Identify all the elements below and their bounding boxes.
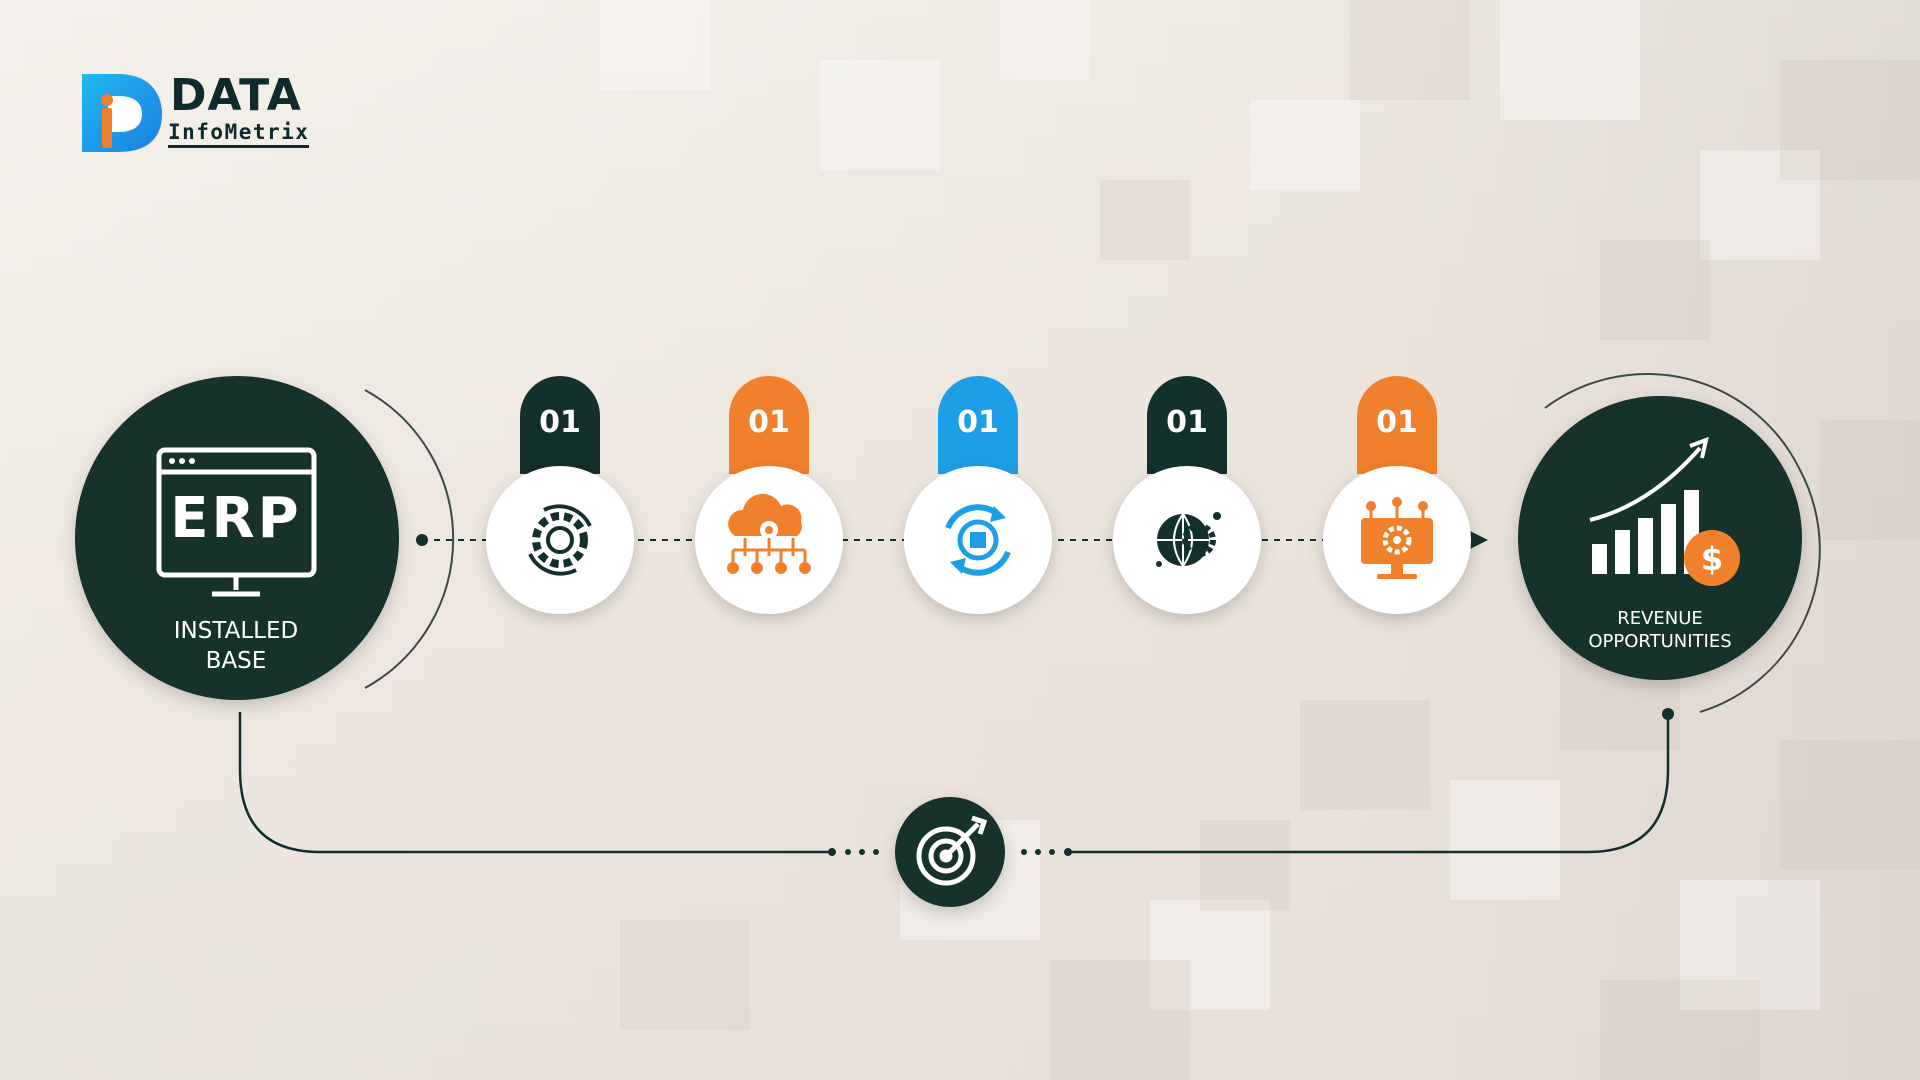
step-badge [1357, 376, 1437, 474]
svg-text:$: $ [1701, 540, 1723, 578]
step-badge-label: 01 [1166, 405, 1208, 440]
revenue-arc [1544, 373, 1821, 713]
erp-screen-text: ERP [170, 486, 301, 551]
end-label-line1: REVENUE [1617, 608, 1703, 629]
step-circle [486, 466, 634, 614]
monitor-gear-icon [1361, 497, 1433, 579]
process-step-2[interactable]: 01 [695, 376, 843, 614]
process-step-5[interactable]: 01 [1323, 376, 1471, 614]
bottom-loop-left [238, 712, 832, 854]
target-arrow-icon [916, 815, 988, 886]
brand-tagline: InfoMetrix [168, 120, 310, 148]
process-steps: 01 01 01 01 01 [486, 376, 1471, 614]
step-badge [520, 376, 600, 474]
process-step-3[interactable]: 01 [904, 376, 1052, 614]
start-label-line2: BASE [206, 648, 267, 674]
step-badge-label: 01 [539, 405, 581, 440]
brand-logo[interactable]: DATA InfoMetrix [80, 68, 350, 154]
logo-mark-icon [82, 74, 162, 152]
bottom-dots [828, 848, 1072, 856]
target-node[interactable] [895, 797, 1005, 907]
erp-monitor-icon [156, 447, 317, 597]
connector-dot [416, 534, 428, 546]
cloud-gear-network-icon [727, 493, 811, 574]
step-badge [938, 376, 1018, 474]
chip-refresh-icon [945, 504, 1011, 576]
step-badge-label: 01 [1376, 405, 1418, 440]
erp-arc [364, 389, 455, 689]
growth-chart-dollar-icon: $ [1589, 436, 1740, 586]
step-badge-label: 01 [748, 405, 790, 440]
process-step-4[interactable]: 01 [1113, 376, 1261, 614]
step-badge-label: 01 [957, 405, 999, 440]
process-step-1[interactable]: 01 [486, 376, 634, 614]
bottom-loop-right [1068, 714, 1670, 854]
globe-gear-icon [1156, 512, 1221, 567]
step-badge [729, 376, 809, 474]
gear-sync-icon [528, 504, 592, 576]
start-label-line1: INSTALLED [174, 618, 298, 644]
end-label-line2: OPPORTUNITIES [1588, 631, 1731, 652]
step-badge [1147, 376, 1227, 474]
brand-name: DATA [170, 70, 302, 121]
connector-dot [1662, 708, 1674, 720]
erp-installed-base-node[interactable]: ERP INSTALLED BASE [75, 376, 399, 700]
revenue-opportunities-node[interactable]: $ REVENUE OPPORTUNITIES [1518, 396, 1802, 680]
